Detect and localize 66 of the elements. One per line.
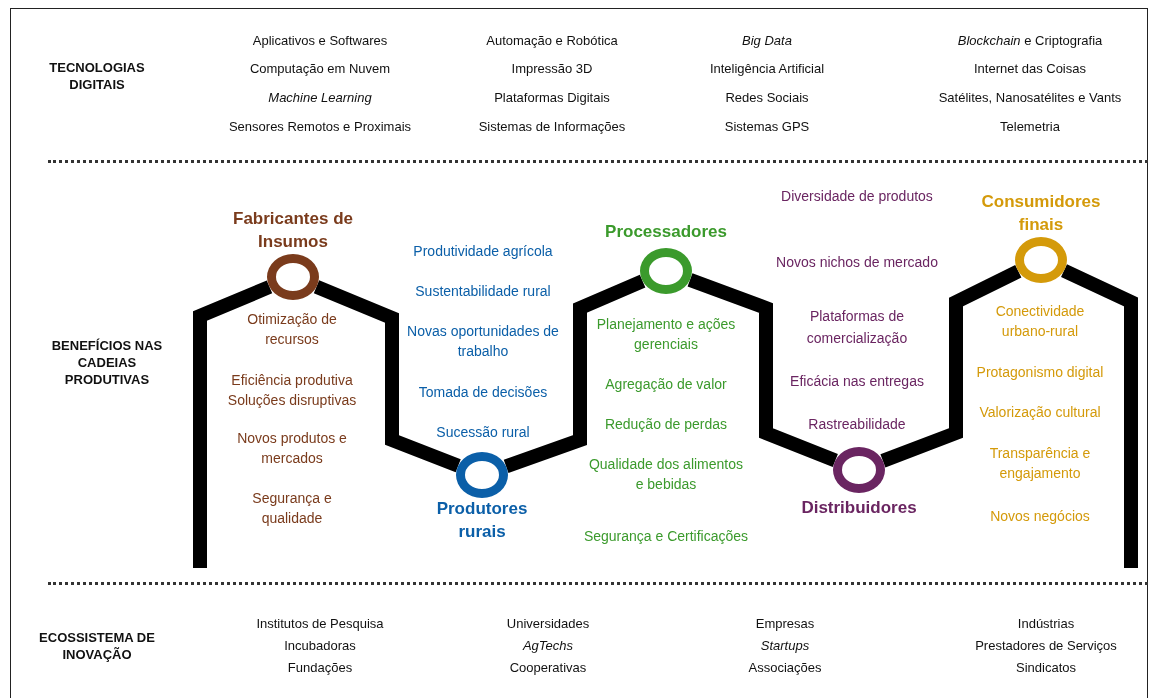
item-text: Qualidade dos alimentos e bebidas: [587, 455, 745, 494]
item-text: Prestadores de Serviços: [974, 637, 1118, 655]
item-text: Sistemas de Informações: [477, 117, 627, 135]
item-text: Tomada de decisões: [417, 383, 549, 402]
item-text: Sustentabilidade rural: [414, 282, 552, 301]
item-text: Planejamento e ações gerenciais: [595, 315, 737, 354]
item-text: Startups: [759, 637, 811, 655]
section-title: BENEFÍCIOS NAS CADEIAS PRODUTIVAS: [50, 336, 164, 388]
path-line: [313, 280, 461, 473]
item-text: Automação e Robótica: [485, 31, 619, 49]
item-text: Novos negócios: [989, 507, 1091, 526]
path-line: [1061, 264, 1138, 568]
item-text: Agregação de valor: [604, 375, 728, 394]
item-text: Eficácia nas entregas: [789, 372, 925, 391]
path-line: [503, 274, 646, 473]
item-text: Big Data: [741, 31, 793, 49]
item-text: Diversidade de produtos: [780, 187, 934, 206]
item-text: Computação em Nuvem: [248, 59, 392, 77]
path-line: [880, 264, 1022, 468]
item-text: Protagonismo digital: [975, 363, 1105, 382]
item-text: Segurança e qualidade: [251, 489, 333, 528]
item-text: Otimização de recursos: [246, 310, 338, 349]
item-text: Internet das Coisas: [973, 59, 1087, 77]
item-text: Empresas: [754, 615, 816, 633]
item-text: Institutos de Pesquisa: [255, 615, 385, 633]
item-text: Transparência e engajamento: [988, 444, 1092, 483]
stage-title: Produtores rurais: [435, 498, 529, 543]
item-text: Telemetria: [999, 117, 1061, 135]
stage-title: Fabricantes de Insumos: [233, 208, 353, 253]
item-text: Novos produtos e mercados: [236, 429, 348, 468]
stage-title: Distribuidores: [800, 497, 918, 519]
item-text: Produtividade agrícola: [412, 242, 554, 261]
item-text: Sucessão rural: [435, 423, 531, 442]
section-title: TECNOLOGIAS DIGITAIS: [48, 59, 146, 93]
item-text: Sistemas GPS: [723, 117, 811, 135]
item-text: Eficiência produtiva Soluções disruptivas: [226, 371, 358, 410]
item-text: Plataformas de comercialização: [805, 307, 909, 348]
item-text: Indústrias: [1016, 615, 1076, 633]
item-text: AgTechs: [521, 637, 575, 655]
stage-title: Consumidores finais: [980, 191, 1102, 236]
item-text: Impressão 3D: [510, 59, 594, 77]
item-text: Inteligência Artificial: [708, 59, 826, 77]
item-text: Aplicativos e Softwares: [251, 31, 389, 49]
item-text: Incubadoras: [283, 637, 357, 655]
path-line: [687, 273, 838, 468]
item-text: Segurança e Certificações: [583, 527, 749, 546]
item-text: Conectividade urbano-rural: [994, 302, 1086, 341]
item-text: Machine Learning: [267, 88, 373, 106]
item-text: Cooperativas: [508, 659, 588, 677]
item-text: Sensores Remotos e Proximais: [227, 117, 413, 135]
item-text: Novos nichos de mercado: [775, 253, 939, 272]
path-line: [193, 280, 273, 568]
item-text: Sindicatos: [1015, 659, 1077, 677]
item-text: Associações: [747, 659, 823, 677]
stage-title: Processadores: [604, 221, 728, 243]
item-text: Universidades: [505, 615, 591, 633]
item-text: Redes Sociais: [724, 88, 810, 106]
item-text: Satélites, Nanosatélites e Vants: [937, 88, 1123, 106]
item-text: Valorização cultural: [978, 403, 1102, 422]
item-text: Fundações: [286, 659, 354, 677]
item-text: Blockchain e Criptografia: [956, 31, 1104, 49]
item-text: Rastreabilidade: [807, 415, 907, 434]
item-text: Redução de perdas: [603, 415, 729, 434]
section-title: ECOSSISTEMA DE INOVAÇÃO: [38, 629, 156, 663]
item-text: Plataformas Digitais: [493, 88, 611, 106]
item-text: Novas oportunidades de trabalho: [406, 322, 560, 361]
